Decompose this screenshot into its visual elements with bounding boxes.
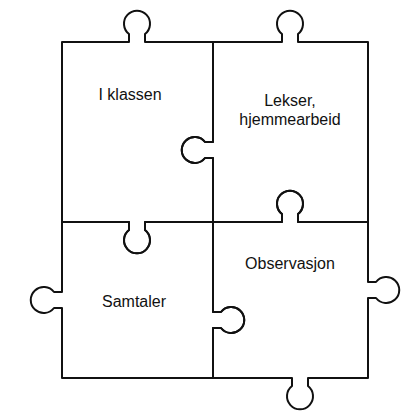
puzzle-piece: I klassen (26, 6, 249, 258)
piece-label: Observasjon (245, 254, 335, 273)
piece-outline-path (182, 11, 368, 222)
puzzle-piece: Observasjon (177, 186, 404, 414)
puzzle-piece: Samtaler (26, 186, 249, 414)
piece-outline-path (213, 191, 399, 409)
puzzle-piece: Lekser, hjemmearbeid (177, 6, 404, 258)
piece-label: I klassen (98, 85, 161, 104)
piece-outline (177, 186, 404, 414)
piece-label: Lekser, hjemmearbeid (233, 91, 347, 129)
piece-outline (26, 6, 249, 258)
piece-label: Samtaler (102, 292, 166, 311)
piece-outline-path (62, 11, 213, 253)
piece-outline (177, 6, 404, 258)
